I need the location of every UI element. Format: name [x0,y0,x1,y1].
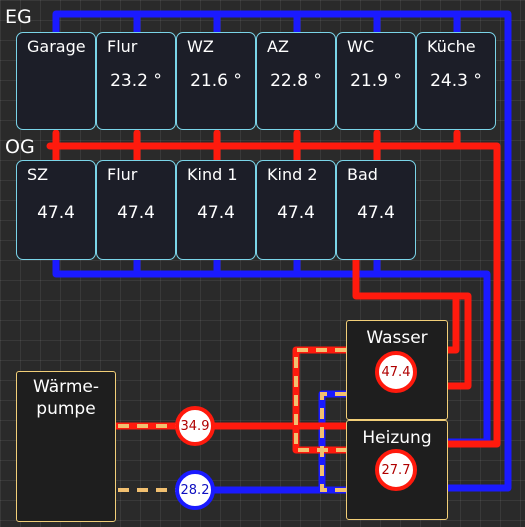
floor-label-eg: EG [5,6,32,28]
room-name: WZ [187,37,214,56]
water-tank-box[interactable]: Wasser [346,320,448,420]
flow-dashes [118,348,346,492]
room-tile-og-kind2[interactable]: Kind 2 47.4 [256,160,336,260]
room-tile-eg-wz[interactable]: WZ 21.6 ° [176,32,256,130]
room-temperature: 47.4 [37,203,75,223]
room-name: Bad [347,165,378,184]
room-name: Kind 2 [267,165,318,184]
heat-pump-title: Wärme- pumpe [33,377,99,419]
room-tile-og-flur[interactable]: Flur 47.4 [96,160,176,260]
room-tile-eg-az[interactable]: AZ 22.8 ° [256,32,336,130]
supply-temperature-badge: 34.9 [175,406,215,446]
room-tile-og-kind1[interactable]: Kind 1 47.4 [176,160,256,260]
water-temperature-badge: 47.4 [375,351,417,393]
heating-temperature-badge: 27.7 [375,449,417,491]
heat-pump-box[interactable]: Wärme- pumpe [16,371,116,522]
return-temperature-badge: 28.2 [175,470,215,510]
room-temperature: 21.9 ° [350,71,402,91]
return-pipes [52,10,512,494]
room-temperature: 47.4 [197,203,235,223]
room-temperature: 22.8 ° [270,71,322,91]
room-name: Flur [107,165,138,184]
heating-tank-title: Heizung [362,428,432,448]
room-name: Kind 1 [187,165,238,184]
room-temperature: 21.6 ° [190,71,242,91]
bad-supply-line [352,256,472,390]
room-temperature: 47.4 [357,203,395,223]
room-name: SZ [27,165,49,184]
room-name: WC [347,37,374,56]
room-tile-eg-garage[interactable]: Garage [16,32,96,130]
floor-label-og: OG [5,136,35,158]
room-name: Garage [27,37,86,56]
water-supply-line [444,296,460,354]
room-temperature: 47.4 [277,203,315,223]
room-temperature: 24.3 ° [430,71,482,91]
room-temperature: 23.2 ° [110,71,162,91]
room-name: Flur [107,37,138,56]
bypass-dash [320,392,346,492]
tank-return-bypass [318,390,350,494]
room-tile-eg-flur[interactable]: Flur 23.2 ° [96,32,176,130]
eg-return-main [52,10,512,492]
room-name: AZ [267,37,289,56]
room-name: Küche [427,37,476,56]
water-tank-title: Wasser [366,328,428,348]
room-tile-og-bad[interactable]: Bad 47.4 [336,160,416,260]
room-tile-eg-wc[interactable]: WC 21.9 ° [336,32,416,130]
room-temperature: 47.4 [117,203,155,223]
room-tile-eg-kueche[interactable]: Küche 24.3 ° [416,32,496,130]
room-tile-og-sz[interactable]: SZ 47.4 [16,160,96,260]
og-supply-main [46,142,501,448]
